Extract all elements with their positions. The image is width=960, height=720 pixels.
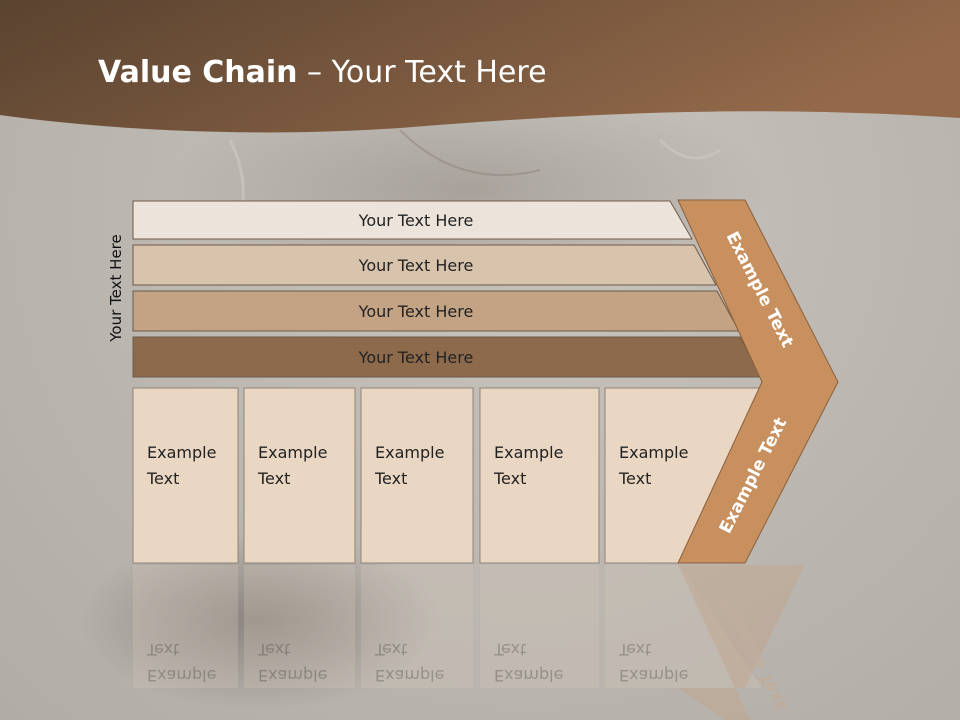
activity-column-label-2-line2: Text xyxy=(257,469,290,488)
value-bar-label-4: Your Text Here xyxy=(358,348,474,367)
value-bar-label-3: Your Text Here xyxy=(358,302,474,321)
header-band xyxy=(0,0,960,133)
activity-column-4 xyxy=(479,387,600,564)
activity-column-label-5-line1: Example xyxy=(619,443,688,462)
activity-column-label-1-line2: Text xyxy=(146,469,179,488)
activity-column-label-3-line2: Text xyxy=(374,469,407,488)
reflection-label-1-line2: Text xyxy=(146,640,179,659)
title-rest: – Your Text Here xyxy=(297,55,547,90)
reflection-label-2-line1: Example xyxy=(258,666,327,685)
activity-column-label-2-line1: Example xyxy=(258,443,327,462)
activity-column-1 xyxy=(132,387,239,564)
reflection-chevron xyxy=(678,565,805,720)
reflection-column-5 xyxy=(605,565,762,688)
reflection-column-4 xyxy=(480,565,599,688)
slide-title: Value Chain – Your Text Here xyxy=(98,55,547,90)
reflection-label-1-line1: Example xyxy=(147,666,216,685)
reflection-label-5-line1: Example xyxy=(619,666,688,685)
activity-column-label-3-line1: Example xyxy=(375,443,444,462)
value-bar-label-1: Your Text Here xyxy=(358,211,474,230)
reflection-label-3-line1: Example xyxy=(375,666,444,685)
value-bar-label-2: Your Text Here xyxy=(358,256,474,275)
reflection-label-4-line1: Example xyxy=(494,666,563,685)
reflection-column-2 xyxy=(244,565,355,688)
reflection-column-1 xyxy=(133,565,238,688)
value-bar-1 xyxy=(132,200,693,240)
reflection-label-2-line2: Text xyxy=(257,640,290,659)
value-bar-2 xyxy=(132,244,717,286)
activity-column-label-1-line1: Example xyxy=(147,443,216,462)
activity-column-2 xyxy=(243,387,356,564)
margin-chevron xyxy=(677,199,839,564)
activity-column-label-4-line1: Example xyxy=(494,443,563,462)
reflection-column-3 xyxy=(361,565,473,688)
title-bold: Value Chain xyxy=(98,55,298,90)
reflection-label-5-line2: Text xyxy=(618,640,651,659)
reflection-label-4-line2: Text xyxy=(493,640,526,659)
reflection-label-3-line2: Text xyxy=(374,640,407,659)
activity-column-label-5-line2: Text xyxy=(618,469,651,488)
activity-column-label-4-line2: Text xyxy=(493,469,526,488)
activity-column-3 xyxy=(360,387,474,564)
